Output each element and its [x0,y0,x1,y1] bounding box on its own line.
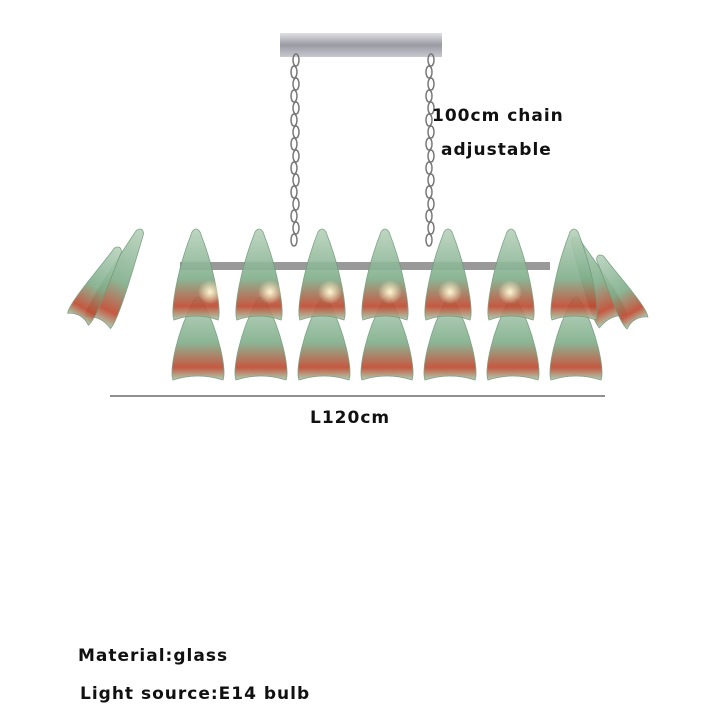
glass-petals [67,228,649,381]
chain-link [425,137,433,151]
chain-link [425,161,433,175]
chains [290,53,435,247]
chain-length-label: 100cm chain [432,106,564,126]
chain-link [427,149,435,163]
chain-link [425,113,433,127]
chain-link [292,197,300,211]
chain-link [292,149,300,163]
glass-petal [67,246,122,326]
chain-link [425,89,433,103]
chain-link [290,209,298,223]
chain-link [427,125,435,139]
chain-link [290,161,298,175]
chain-link [292,101,300,115]
bulb-glow [438,280,462,304]
bulb-glow [378,280,402,304]
chain-link [425,209,433,223]
frame-bar [180,262,550,270]
chain-link [427,221,435,235]
light-source-label: Light source:E14 bulb [80,684,311,704]
chain-link [290,113,298,127]
chain-link [427,173,435,187]
glass-petal [298,228,346,321]
chain-link [290,65,298,79]
bulb-glow [198,280,222,304]
chain-link [425,185,433,199]
glass-petal [235,228,283,321]
chain-link [292,53,300,67]
ceiling-canopy [280,33,442,57]
chain-link [290,137,298,151]
chain-link [292,77,300,91]
length-label: L120cm [310,408,391,428]
glass-petal [172,228,220,321]
chain-link [427,53,435,67]
chain-link [427,77,435,91]
glass-petal [487,228,535,321]
chain-adjustable-label: adjustable [441,140,552,160]
material-label: Material:glass [78,646,229,666]
chain-link [427,101,435,115]
bulb-glow [258,280,282,304]
chain-link [292,173,300,187]
bulb-glow [498,280,522,304]
chain-link [292,125,300,139]
chain-link [425,65,433,79]
glass-petal [361,228,409,321]
glass-petal [596,254,649,330]
glass-petal [550,228,598,321]
chain-link [427,197,435,211]
chain-link [290,185,298,199]
chain-link [425,233,433,247]
bulb-glow [318,280,342,304]
chain-link [290,233,298,247]
chain-link [290,89,298,103]
chain-link [292,221,300,235]
